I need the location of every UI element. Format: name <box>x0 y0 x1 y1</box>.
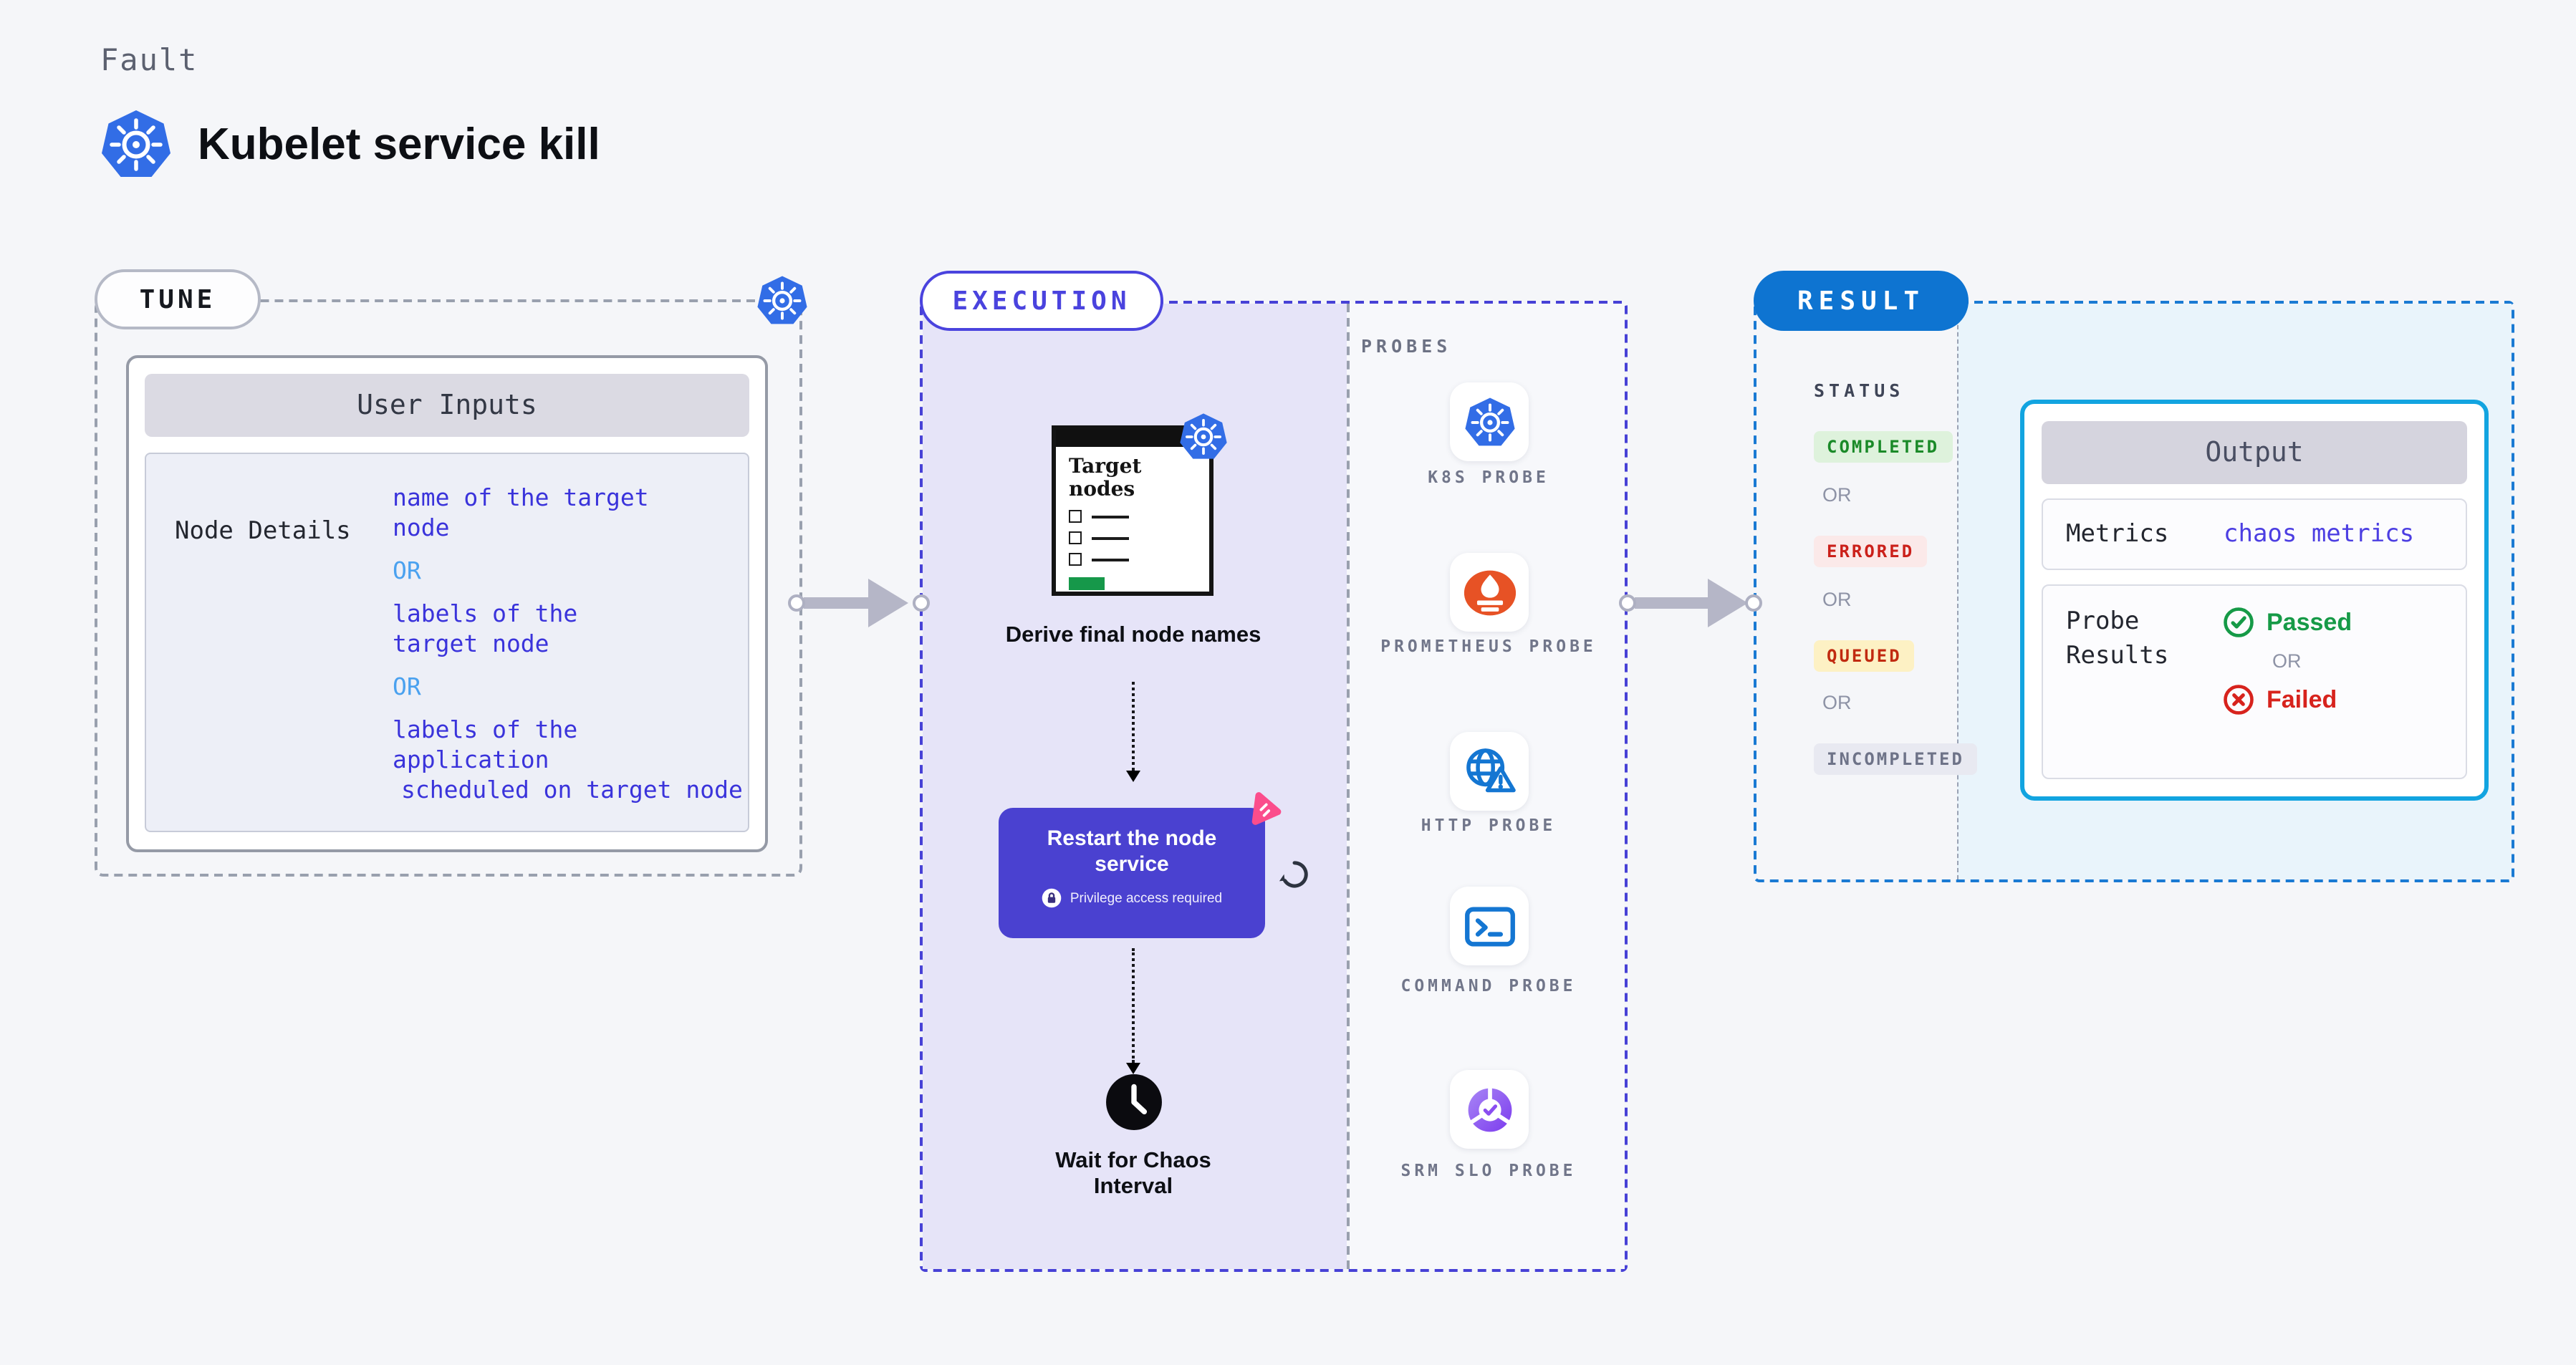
probe-label: HTTP PROBE <box>1421 815 1557 835</box>
status-badge-errored: ERRORED <box>1814 536 1928 567</box>
privilege-badge: Privilege access required <box>999 888 1265 908</box>
probe-result-failed: Failed <box>2224 685 2352 715</box>
srm-slo-gauge-icon <box>1462 1082 1517 1137</box>
metrics-value: chaos metrics <box>2224 520 2415 549</box>
tune-section <box>95 299 802 877</box>
clock-icon <box>1105 1073 1163 1132</box>
node-details-panel: Node Details name of the target node OR … <box>145 453 749 832</box>
result-pill: RESULT <box>1754 271 1969 331</box>
progress-bar <box>1069 577 1105 590</box>
status-badge-completed: COMPLETED <box>1814 431 1953 463</box>
prometheus-probe-card <box>1450 553 1529 632</box>
node-list-item <box>1069 510 1209 523</box>
node-details-label: Node Details <box>175 517 351 546</box>
kubernetes-icon <box>1179 413 1228 461</box>
connector-endpoint <box>1745 594 1762 612</box>
node-details-options: name of the target node OR labels of the… <box>393 483 748 805</box>
connector-line <box>1635 597 1709 609</box>
status-label: STATUS <box>1814 380 1905 401</box>
probe-label: COMMAND PROBE <box>1400 975 1577 995</box>
prometheus-icon <box>1462 565 1517 619</box>
connector-endpoint <box>1619 594 1636 612</box>
checkbox-icon <box>1069 553 1082 566</box>
result-section: STATUS COMPLETED OR ERRORED OR QUEUED OR… <box>1754 301 2514 882</box>
connector-line <box>804 597 870 609</box>
or-separator: OR <box>393 673 421 700</box>
arrow-right-icon <box>868 579 908 627</box>
probe-label: PROMETHEUS PROBE <box>1380 636 1597 656</box>
check-circle-icon <box>2224 607 2254 637</box>
probe-label: K8S PROBE <box>1428 467 1549 487</box>
status-output-divider <box>1957 304 1959 879</box>
connector-endpoint <box>913 594 930 612</box>
page-title: Kubelet service kill <box>198 119 600 169</box>
or-separator: OR <box>1822 484 1852 506</box>
target-nodes-card: Target nodes <box>1052 425 1213 596</box>
probe-results-row: Probe Results Passed OR Failed <box>2042 584 2467 779</box>
k8s-probe-card <box>1450 382 1529 461</box>
retry-loop-icon <box>1278 858 1311 891</box>
status-badge-incompleted: INCOMPLETED <box>1814 743 1977 775</box>
user-inputs-card: User Inputs Node Details name of the tar… <box>126 355 768 852</box>
srm-slo-probe-card <box>1450 1070 1529 1149</box>
connector-endpoint <box>788 594 805 612</box>
restart-title: Restart the node service <box>1047 826 1217 877</box>
http-probe-card <box>1450 732 1529 811</box>
metrics-row: Metrics chaos metrics <box>2042 498 2467 570</box>
step-derive-nodes-caption: Derive final node names <box>1005 623 1261 647</box>
failed-label: Failed <box>2267 685 2337 713</box>
target-nodes-label: Target nodes <box>1069 455 1142 501</box>
or-separator: OR <box>393 557 421 584</box>
probe-result-passed: Passed <box>2224 607 2352 637</box>
passed-label: Passed <box>2267 608 2352 635</box>
option-node-labels: labels of the target node <box>393 600 578 657</box>
execution-section: Target nodes Derive final node names Res… <box>920 301 1628 1272</box>
execution-pill: EXECUTION <box>920 271 1163 331</box>
metrics-label: Metrics <box>2066 520 2169 549</box>
probes-label: PROBES <box>1361 335 1452 357</box>
terminal-icon <box>1464 905 1515 947</box>
option-app-labels: labels of the application scheduled on t… <box>393 716 743 804</box>
kubernetes-icon <box>100 109 172 180</box>
status-badge-queued: QUEUED <box>1814 640 1915 672</box>
checkbox-icon <box>1069 510 1082 523</box>
node-line <box>1092 558 1129 561</box>
execution-probes-divider <box>1347 304 1350 1269</box>
restart-node-service-card: Restart the node service Privilege acces… <box>999 808 1265 938</box>
or-separator: OR <box>1822 692 1852 713</box>
chaos-icon <box>1246 792 1282 828</box>
page-title-row: Kubelet service kill <box>100 109 600 180</box>
kubernetes-icon <box>1464 396 1515 448</box>
command-probe-card <box>1450 887 1529 965</box>
privilege-badge-label: Privilege access required <box>1070 890 1223 906</box>
flow-connector-down <box>1126 948 1140 1074</box>
flow-connector-down <box>1126 682 1140 782</box>
node-line <box>1092 515 1129 518</box>
http-globe-warning-icon <box>1464 748 1515 795</box>
node-list-item <box>1069 531 1209 544</box>
node-line <box>1092 536 1129 539</box>
option-node-name: name of the target node <box>393 484 649 541</box>
tune-pill: TUNE <box>95 269 261 329</box>
node-list-item <box>1069 553 1209 566</box>
lock-icon <box>1042 888 1062 908</box>
kubernetes-icon <box>756 275 808 327</box>
arrow-right-icon <box>1708 579 1748 627</box>
output-title: Output <box>2042 421 2467 484</box>
or-separator: OR <box>2272 650 2302 672</box>
probe-label: SRM SLO PROBE <box>1400 1160 1577 1180</box>
fault-category-label: Fault <box>100 43 198 77</box>
x-circle-icon <box>2224 685 2254 715</box>
user-inputs-title: User Inputs <box>145 374 749 437</box>
or-separator: OR <box>1822 589 1852 610</box>
checkbox-icon <box>1069 531 1082 544</box>
probe-results-label: Probe Results <box>2066 607 2169 670</box>
output-card: Output Metrics chaos metrics Probe Resul… <box>2020 400 2489 801</box>
step-wait-caption: Wait for Chaos Interval <box>1055 1149 1211 1199</box>
